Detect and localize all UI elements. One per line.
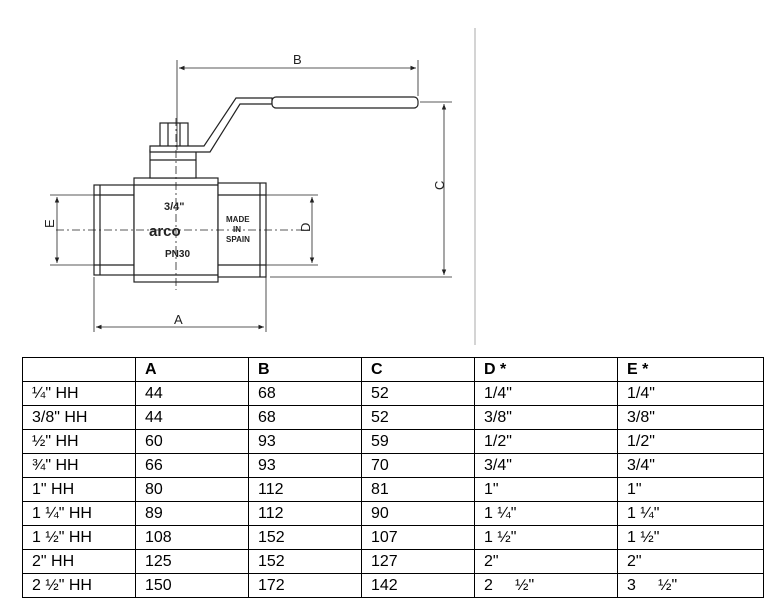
cell-e: 1 ½" (617, 525, 764, 550)
cell-e: 1/4" (617, 381, 764, 406)
cell-b: 93 (248, 453, 362, 478)
cell-b: 172 (248, 573, 362, 598)
cell-size: 1" HH (22, 477, 136, 502)
cell-e: 1" (617, 477, 764, 502)
cell-c: 127 (361, 549, 475, 574)
cell-a: 89 (135, 501, 249, 526)
cell-d: 1" (474, 477, 618, 502)
cell-c: 59 (361, 429, 475, 454)
body-size-mark: 3/4" (164, 201, 185, 213)
table-header-row: A B C D * E * (22, 357, 764, 382)
cell-a: 150 (135, 573, 249, 598)
cell-b: 112 (248, 477, 362, 502)
cell-b: 152 (248, 525, 362, 550)
cell-d: 3/8" (474, 405, 618, 430)
cell-b: 93 (248, 429, 362, 454)
header-a: A (135, 357, 249, 382)
cell-b: 112 (248, 501, 362, 526)
header-b: B (248, 357, 362, 382)
cell-a: 44 (135, 381, 249, 406)
body-origin-line-3: SPAIN (226, 235, 250, 244)
dimension-c-label: C (432, 181, 447, 190)
dimension-b-label: B (293, 52, 302, 67)
cell-size: 1 ¼" HH (22, 501, 136, 526)
cell-d: 2 ½" (474, 573, 618, 598)
cell-a: 60 (135, 429, 249, 454)
cell-d: 2" (474, 549, 618, 574)
cell-b: 68 (248, 381, 362, 406)
cell-c: 90 (361, 501, 475, 526)
cell-c: 107 (361, 525, 475, 550)
cell-b: 68 (248, 405, 362, 430)
valve-technical-drawing: 3/4" arco arco PN30 MADE IN SPAIN B C D … (42, 28, 476, 345)
body-pressure-mark: PN30 (165, 249, 190, 260)
cell-a: 80 (135, 477, 249, 502)
cell-d: 1/4" (474, 381, 618, 406)
header-c: C (361, 357, 475, 382)
cell-c: 81 (361, 477, 475, 502)
dimension-a (93, 277, 267, 332)
cell-e: 3 ½" (617, 573, 764, 598)
cell-d: 3/4" (474, 453, 618, 478)
cell-d: 1 ¼" (474, 501, 618, 526)
cell-size: 1 ½" HH (22, 525, 136, 550)
body-brand-label: arco (149, 223, 181, 240)
dimension-a-label: A (174, 312, 183, 327)
cell-size: ½" HH (22, 429, 136, 454)
dimension-b (176, 60, 419, 150)
header-d: D * (474, 357, 618, 382)
cell-e: 1/2" (617, 429, 764, 454)
dimension-e (50, 194, 94, 266)
cell-size: 3/8" HH (22, 405, 136, 430)
cell-a: 66 (135, 453, 249, 478)
header-e: E * (617, 357, 764, 382)
cell-e: 1 ¼" (617, 501, 764, 526)
cell-a: 108 (135, 525, 249, 550)
dimension-e-label: E (42, 219, 57, 228)
cell-b: 152 (248, 549, 362, 574)
cell-c: 142 (361, 573, 475, 598)
body-origin-line-2: IN (233, 225, 241, 234)
header-size (22, 357, 136, 382)
cell-c: 70 (361, 453, 475, 478)
cell-size: ¼" HH (22, 381, 136, 406)
cell-a: 44 (135, 405, 249, 430)
cell-e: 3/4" (617, 453, 764, 478)
cell-c: 52 (361, 405, 475, 430)
cell-size: ¾" HH (22, 453, 136, 478)
cell-d: 1/2" (474, 429, 618, 454)
dimension-c (270, 101, 452, 278)
cell-d: 1 ½" (474, 525, 618, 550)
ball-valve (56, 96, 419, 290)
cell-e: 2" (617, 549, 764, 574)
dimension-d-label: D (298, 223, 313, 232)
cell-size: 2" HH (22, 549, 136, 574)
cell-size: 2 ½" HH (22, 573, 136, 598)
cell-a: 125 (135, 549, 249, 574)
cell-e: 3/8" (617, 405, 764, 430)
dimension-d (266, 194, 318, 266)
body-origin-line-1: MADE (226, 215, 250, 224)
cell-c: 52 (361, 381, 475, 406)
